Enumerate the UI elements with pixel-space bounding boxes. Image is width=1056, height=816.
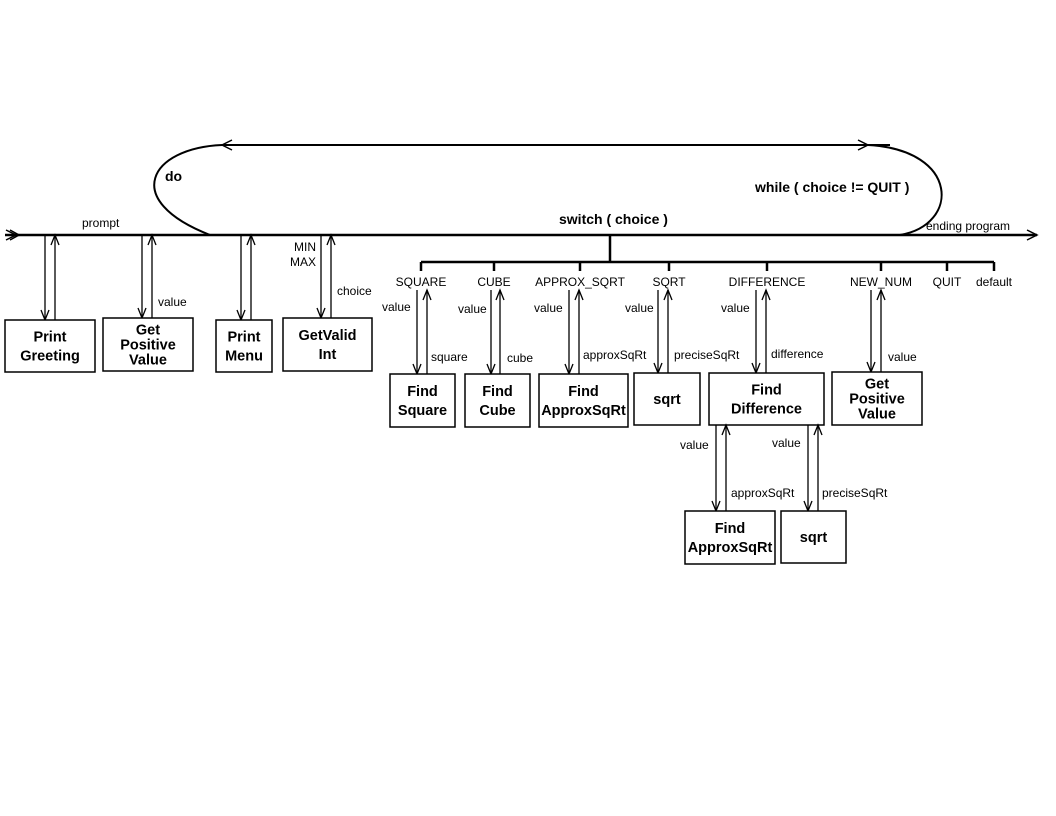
case-module-0-label: Square xyxy=(398,403,447,419)
data-flow-up-label: preciseSqRt xyxy=(822,486,888,500)
case-module-5-label: Get xyxy=(865,377,889,393)
case-label-approx_sqrt: APPROX_SQRT xyxy=(535,275,625,289)
data-flow-down-label: value xyxy=(772,436,801,450)
data-flow-up-label: value xyxy=(888,350,917,364)
loop-arrow-icon xyxy=(220,139,233,151)
case-module-0-box xyxy=(389,373,456,428)
case-label-difference: DIFFERENCE xyxy=(729,275,806,289)
data-flow-down-label: value xyxy=(382,300,411,314)
case-label-default: default xyxy=(976,275,1013,289)
arrow-up-icon xyxy=(422,288,432,301)
data-flow-up-label: preciseSqRt xyxy=(674,348,740,362)
top-module-2-label: Print xyxy=(227,330,260,346)
case-module-5-box xyxy=(831,371,923,426)
case-module-0-label: Find xyxy=(407,384,438,400)
exit-arrow-icon xyxy=(1026,229,1039,241)
prompt-label: prompt xyxy=(82,216,120,230)
while-label: while ( choice != QUIT ) xyxy=(754,179,909,195)
sub-module-1-label: sqrt xyxy=(800,530,828,546)
case-module-5-label: Value xyxy=(858,407,896,423)
case-module-5-label: Positive xyxy=(849,392,905,408)
switch-label: switch ( choice ) xyxy=(559,211,668,227)
arrow-up-icon xyxy=(495,288,505,301)
data-flow-up-label: difference xyxy=(771,347,824,361)
sub-module-0-label: Find xyxy=(715,521,746,537)
do-label: do xyxy=(165,168,182,184)
case-module-4-label: Difference xyxy=(731,402,802,418)
data-flow-up-label: approxSqRt xyxy=(731,486,795,500)
arrow-up-icon xyxy=(574,288,584,301)
entry-arrow-icon xyxy=(5,229,21,241)
arrow-up-icon xyxy=(326,233,336,246)
arrow-up-icon xyxy=(663,288,673,301)
sub-module-0-box xyxy=(684,510,776,565)
data-flow-down-label: value xyxy=(721,301,750,315)
case-module-2-box xyxy=(538,373,629,428)
top-module-3-label: Int xyxy=(319,347,337,363)
case-module-2-label: ApproxSqRt xyxy=(541,403,626,419)
top-module-0-label: Print xyxy=(33,330,66,346)
top-module-1-box xyxy=(102,317,194,372)
data-flow-down-label: value xyxy=(680,438,709,452)
data-flow-up-label: approxSqRt xyxy=(583,348,647,362)
top-module-0-label: Greeting xyxy=(20,349,80,365)
case-label-cube: CUBE xyxy=(477,275,510,289)
case-module-3-box xyxy=(633,372,701,426)
case-label-new_num: NEW_NUM xyxy=(850,275,912,289)
arrow-up-icon xyxy=(813,423,823,436)
arrow-up-icon xyxy=(50,233,60,246)
case-module-2-label: Find xyxy=(568,384,599,400)
data-flow-down-label: value xyxy=(458,302,487,316)
arrow-up-icon xyxy=(246,233,256,246)
top-module-3-label: GetValid xyxy=(298,328,356,344)
top-module-0-box xyxy=(4,319,96,373)
case-label-sqrt: SQRT xyxy=(652,275,686,289)
case-module-3-label: sqrt xyxy=(653,392,681,408)
top-module-2-box xyxy=(215,319,273,373)
data-flow-up-label: choice xyxy=(337,284,372,298)
top-module-1-label: Get xyxy=(136,323,160,339)
arrow-up-icon xyxy=(876,288,886,301)
case-module-1-label: Find xyxy=(482,384,513,400)
loop-arrow-right-icon xyxy=(857,139,870,151)
case-label-square: SQUARE xyxy=(396,275,447,289)
data-flow-up-label: value xyxy=(158,295,187,309)
case-module-4-label: Find xyxy=(751,383,782,399)
loop-right-curve xyxy=(867,144,943,236)
data-flow-up-label: square xyxy=(431,350,468,364)
data-flow-up-label: cube xyxy=(507,351,533,365)
top-module-3-box xyxy=(282,317,373,372)
case-label-quit: QUIT xyxy=(933,275,962,289)
arrow-up-icon xyxy=(721,423,731,436)
ending-program-label: ending program xyxy=(926,219,1010,233)
arrow-up-icon xyxy=(761,288,771,301)
case-module-4-box xyxy=(708,372,825,426)
data-flow-min-label: MIN xyxy=(294,240,316,254)
loop-back-line xyxy=(153,144,890,236)
top-module-1-label: Value xyxy=(129,353,167,369)
top-module-1-label: Positive xyxy=(120,338,176,354)
data-flow-down-label: value xyxy=(625,301,654,315)
case-module-1-label: Cube xyxy=(479,403,515,419)
arrow-up-icon xyxy=(147,233,157,246)
sub-module-0-label: ApproxSqRt xyxy=(688,540,773,556)
data-flow-down-label: value xyxy=(534,301,563,315)
case-module-1-box xyxy=(464,373,531,428)
sub-module-1-box xyxy=(780,510,847,564)
top-module-2-label: Menu xyxy=(225,349,263,365)
data-flow-max-label: MAX xyxy=(290,255,316,269)
